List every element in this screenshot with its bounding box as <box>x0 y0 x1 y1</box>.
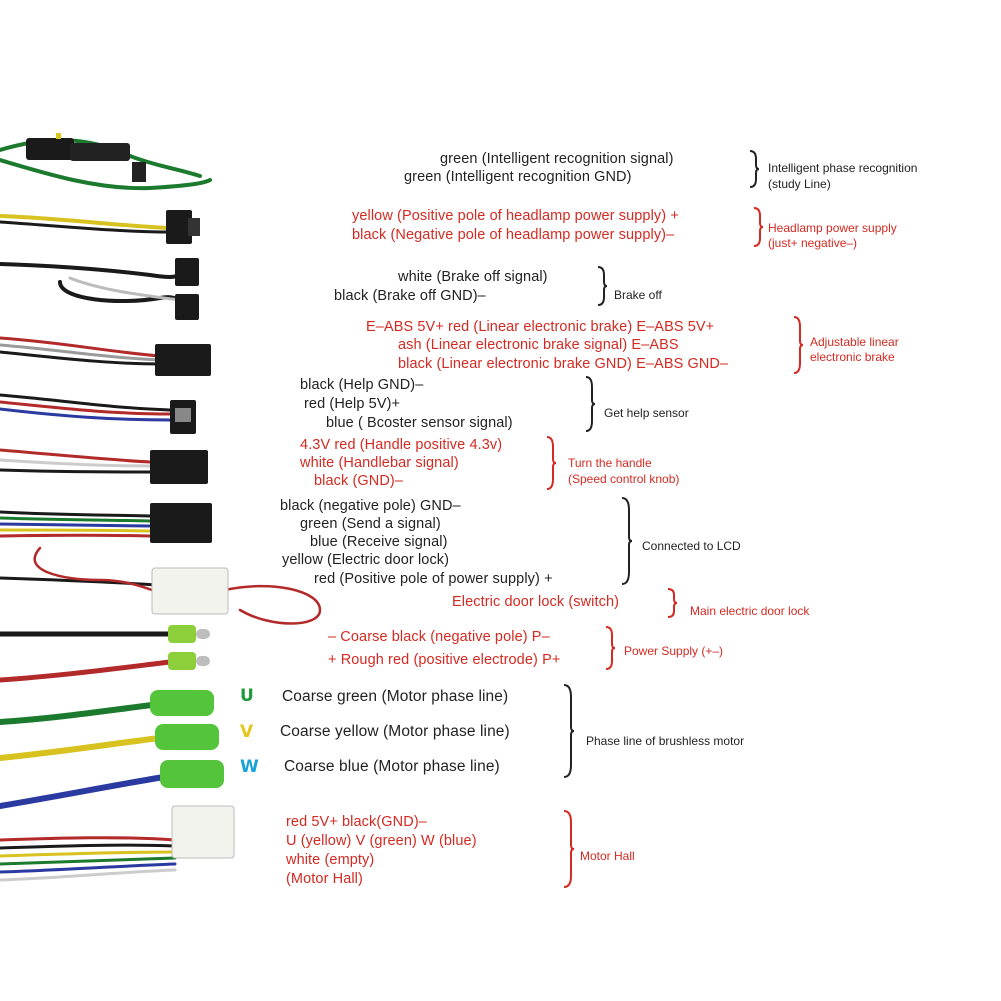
headlamp-wire <box>0 210 200 244</box>
hall-wire <box>0 805 235 882</box>
ebrake-wire <box>0 336 211 376</box>
brake-wire <box>0 258 199 320</box>
handle-wire <box>0 448 208 484</box>
intelligent-recognition-wire <box>0 133 212 191</box>
doorlock-wire <box>0 546 322 625</box>
lcd-wire <box>0 503 212 543</box>
power-wire <box>0 625 210 683</box>
phase-wire <box>0 690 224 809</box>
help-sensor-wire <box>0 393 196 434</box>
